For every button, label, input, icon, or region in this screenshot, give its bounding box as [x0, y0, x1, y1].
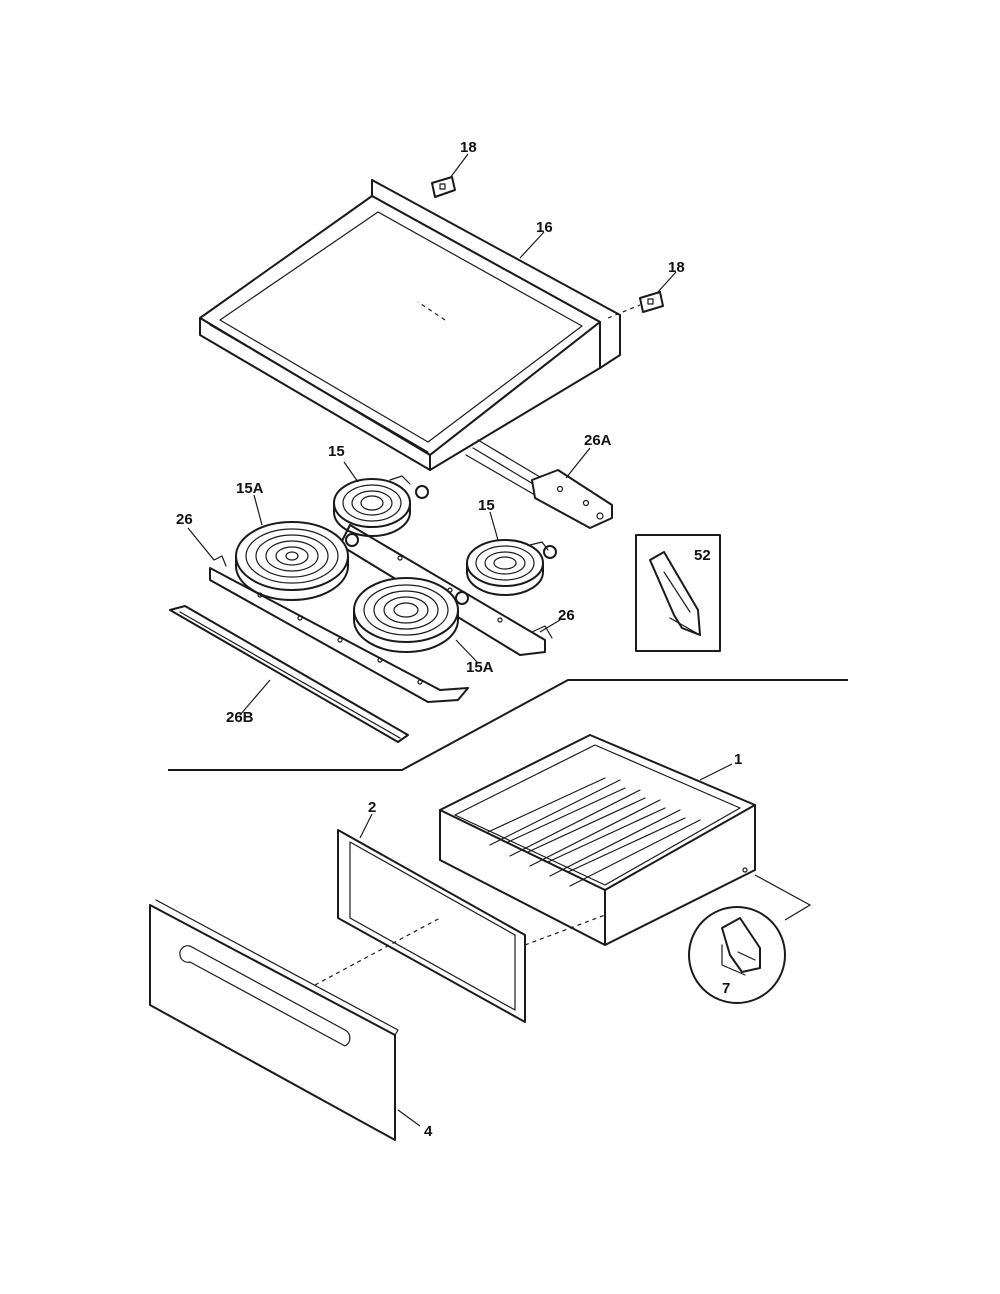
label-15A-bottom: 15A	[466, 659, 494, 676]
label-18-right: 18	[668, 259, 685, 276]
bracket-part-18-right[interactable]	[639, 291, 664, 313]
rail-part-26B[interactable]	[169, 605, 409, 743]
inner-panel-part-2[interactable]	[337, 829, 526, 1023]
terminal-bracket-part-26A[interactable]	[465, 439, 613, 529]
drawer-front-part-4[interactable]	[149, 899, 399, 1141]
label-15A-left: 15A	[236, 480, 264, 497]
burner-support-part-26-left[interactable]	[209, 555, 469, 703]
leader-lines	[187, 153, 812, 1127]
label-4: 4	[424, 1123, 433, 1140]
assembly-line	[524, 914, 606, 946]
small-burner-part-15-right[interactable]	[466, 539, 557, 596]
label-2: 2	[368, 799, 376, 816]
label-26A: 26A	[584, 432, 612, 449]
small-burner-part-15-top[interactable]	[333, 475, 429, 537]
assembly-line	[607, 304, 641, 319]
label-1: 1	[734, 751, 742, 768]
label-26-right: 26	[558, 607, 575, 624]
large-burner-part-15A-left[interactable]	[235, 521, 359, 601]
large-burner-part-15A-right[interactable]	[353, 577, 469, 653]
inset-box-part-52[interactable]	[635, 534, 721, 652]
label-26B: 26B	[226, 709, 254, 726]
cooktop-part-16[interactable]	[199, 179, 621, 471]
label-52: 52	[694, 547, 711, 564]
label-26-left: 26	[176, 511, 193, 528]
label-18-top: 18	[460, 139, 477, 156]
label-7: 7	[722, 980, 730, 997]
drawer-body-part-1[interactable]	[439, 734, 756, 946]
label-15-top: 15	[328, 443, 345, 460]
label-16: 16	[536, 219, 553, 236]
label-15-right: 15	[478, 497, 495, 514]
bracket-part-18-left[interactable]	[431, 176, 456, 198]
detail-circle-part-7[interactable]	[688, 906, 786, 1004]
section-separator	[168, 679, 848, 771]
assembly-line	[417, 301, 446, 321]
